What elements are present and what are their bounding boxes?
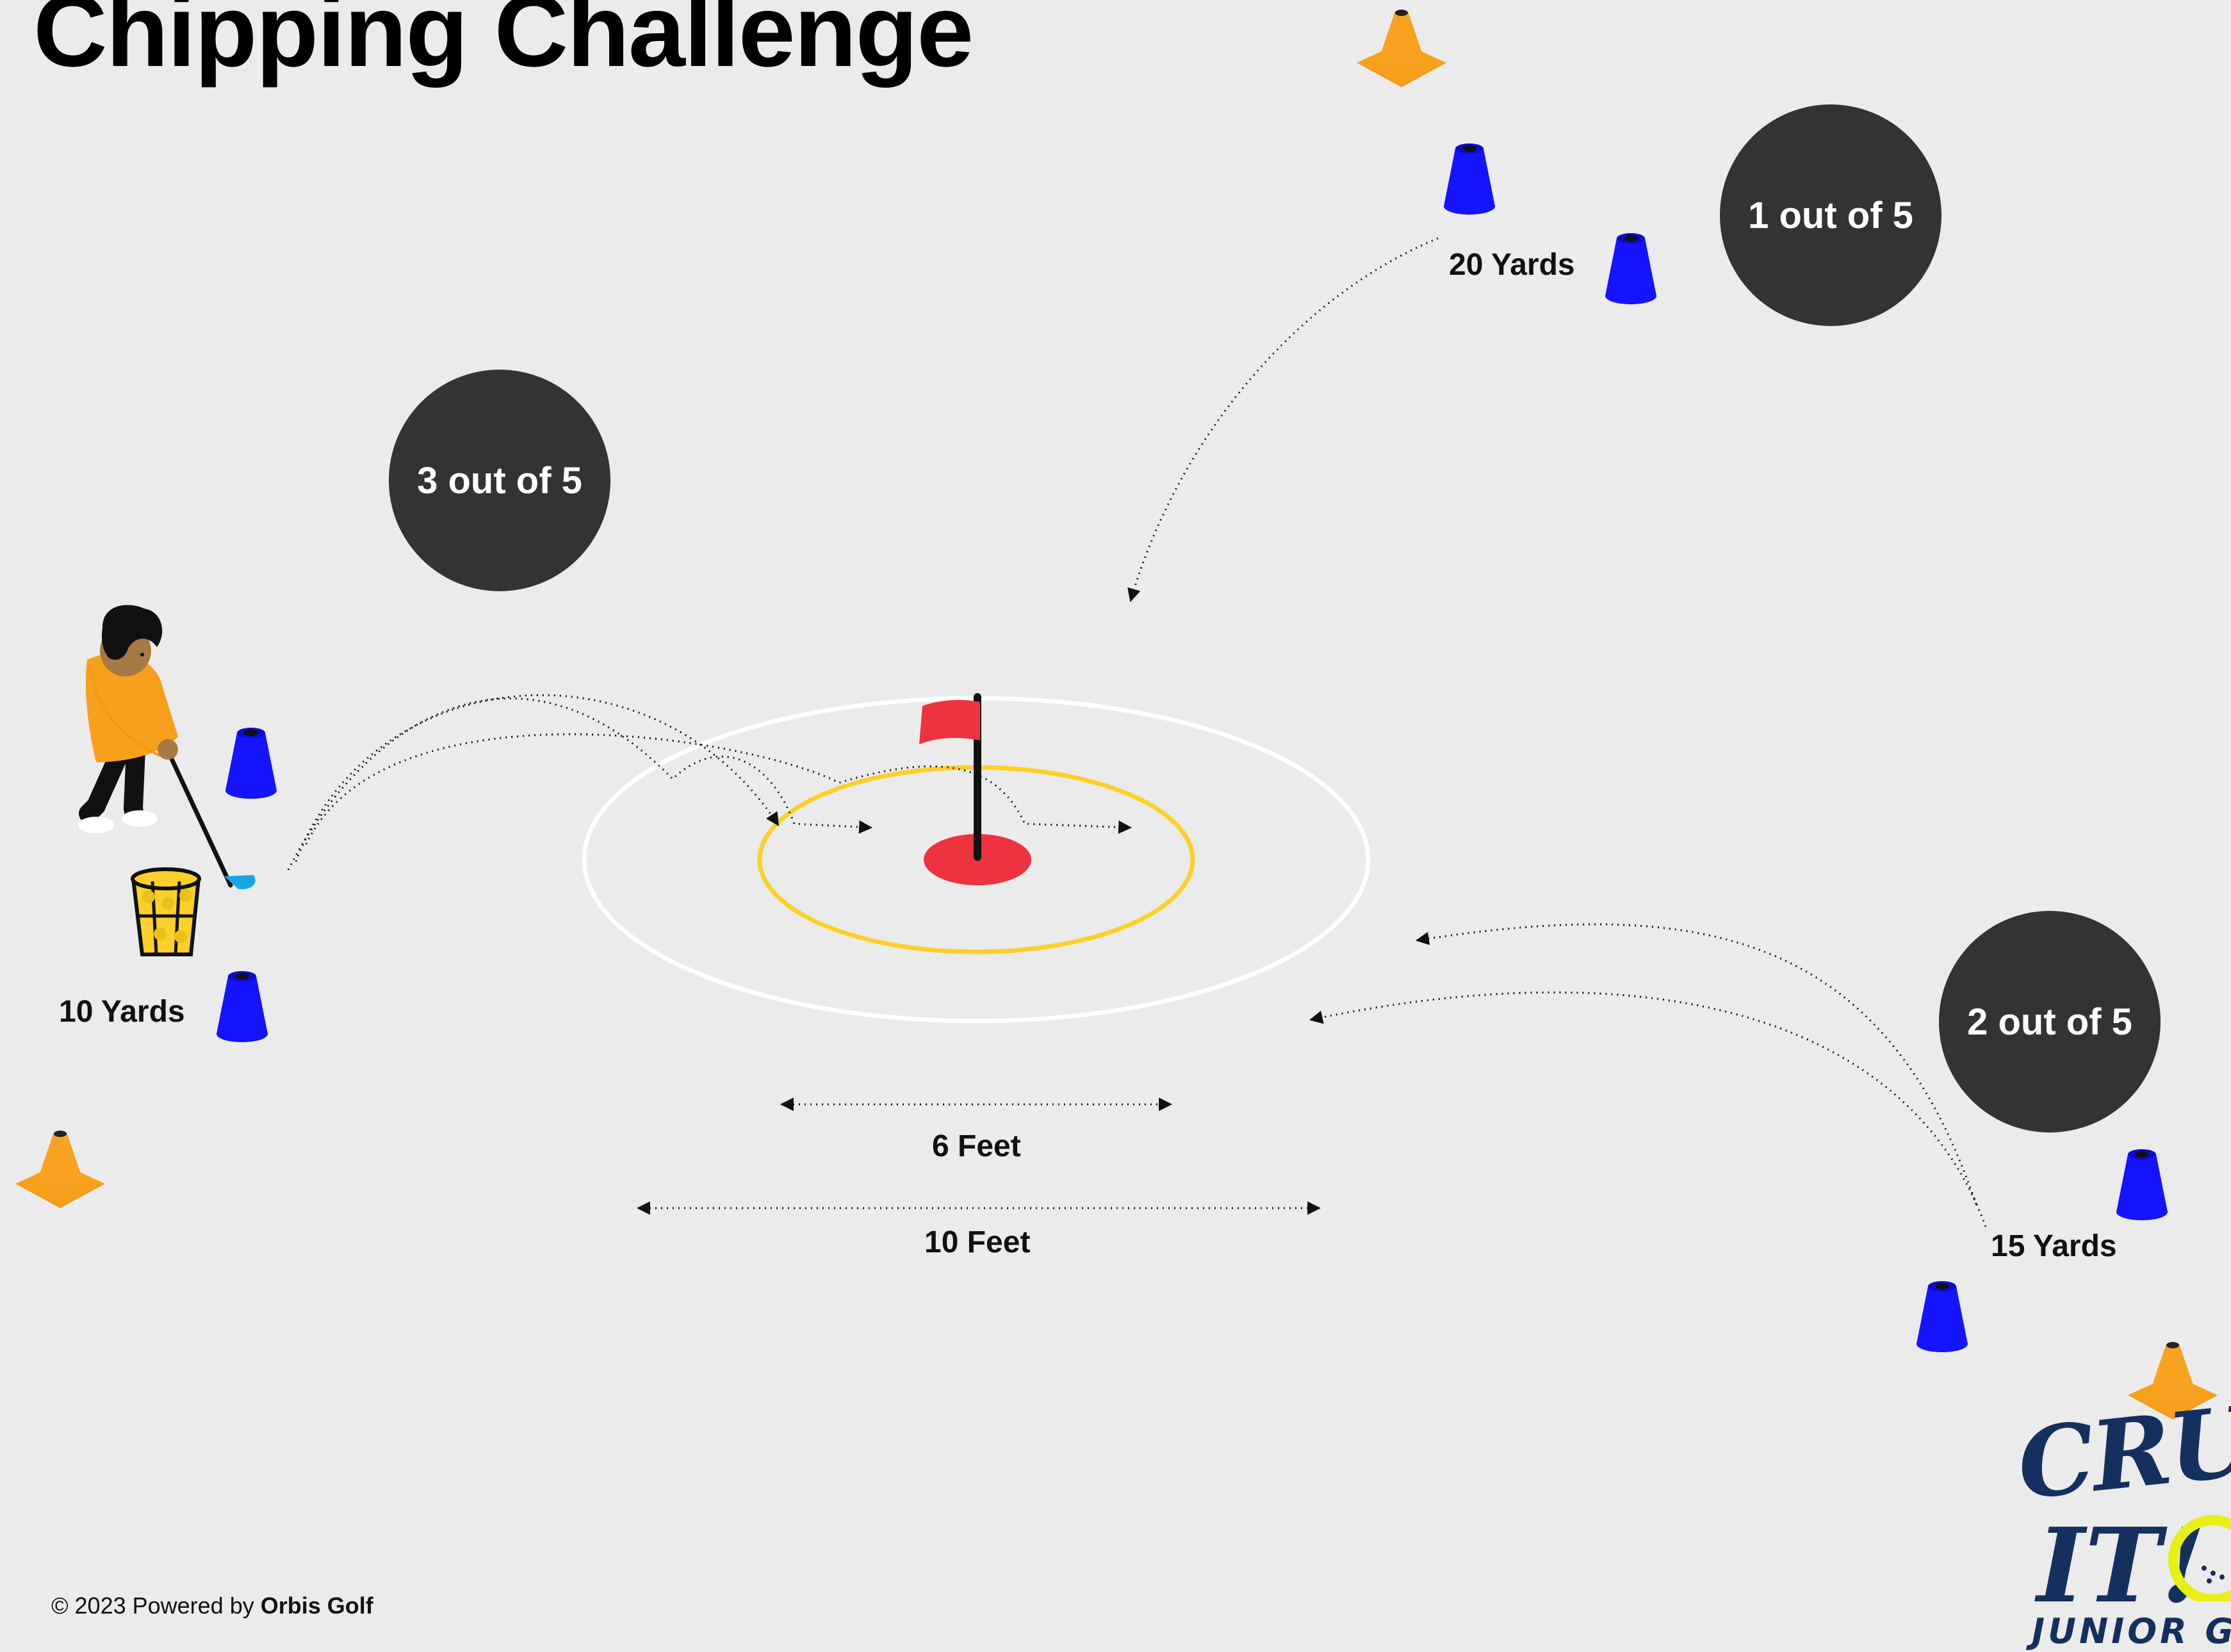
- logo-line-3: JUNIOR GOLF: [2032, 1611, 2231, 1651]
- golfer-figure: [78, 605, 256, 889]
- crush-it-junior-golf-logo: CRUSH IT! JUNIOR GOLF: [1998, 1396, 2231, 1652]
- copyright-footer: © 2023 Powered by Orbis Golf: [51, 1592, 373, 1619]
- orange-cone: [1357, 10, 1446, 87]
- blue-cone: [217, 971, 268, 1042]
- far-score-badge: 1 out of 5: [1720, 104, 1941, 326]
- target-green: [584, 693, 1368, 1021]
- far-shot-path: [1131, 238, 1438, 601]
- near-distance-label: 10 Yards: [59, 994, 185, 1029]
- blue-cone: [1444, 143, 1495, 215]
- blue-cone: [1916, 1281, 1968, 1352]
- page-title: Chipping Challenge: [33, 0, 972, 90]
- ball-bucket-icon: [133, 869, 199, 954]
- blue-cone: [225, 728, 277, 799]
- footer-prefix: © 2023 Powered by: [51, 1592, 254, 1619]
- mid-score-badge: 2 out of 5: [1939, 911, 2161, 1133]
- blue-cone: [1605, 233, 1656, 304]
- golf-ball-icon: [2155, 1505, 2231, 1601]
- far-distance-label: 20 Yards: [1449, 247, 1575, 282]
- near-score-badge: 3 out of 5: [389, 370, 610, 591]
- blue-cone: [2116, 1149, 2168, 1220]
- flag-icon: [919, 700, 980, 744]
- mid-distance-label: 15 Yards: [1991, 1229, 2117, 1264]
- inner-zone-label: 6 Feet: [932, 1129, 1021, 1164]
- footer-brand: Orbis Golf: [261, 1592, 373, 1619]
- orange-cone: [15, 1131, 105, 1208]
- mid-shot-paths: [1311, 924, 1986, 1227]
- outer-zone-label: 10 Feet: [924, 1225, 1030, 1260]
- logo-line-1: CRUSH: [2013, 1396, 2231, 1521]
